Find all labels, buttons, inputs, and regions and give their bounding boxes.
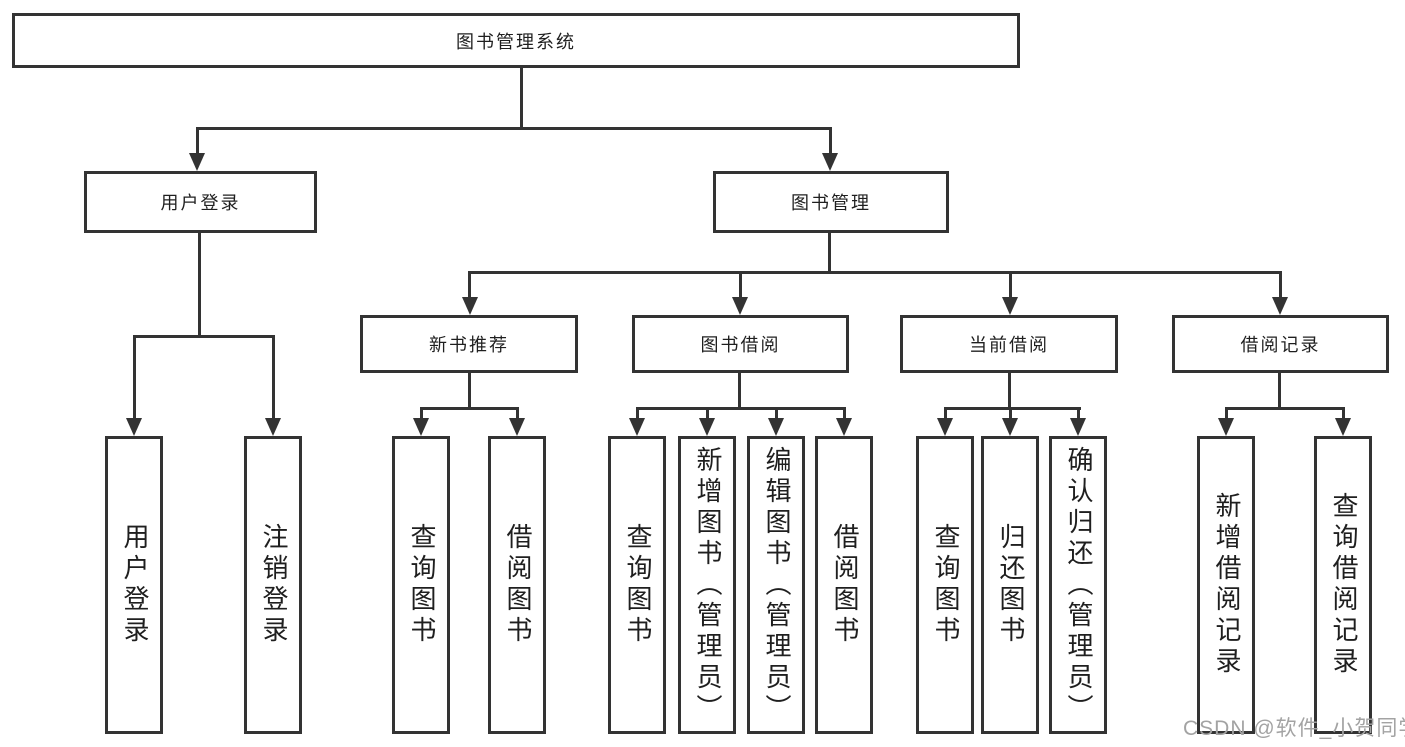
arrow-down-icon — [189, 153, 205, 171]
arrow-down-icon — [1272, 297, 1288, 315]
node-user-login: 用户登录 — [84, 171, 317, 233]
node-borrow-records: 借阅记录 — [1172, 315, 1389, 373]
connector-drop — [272, 335, 275, 420]
node-label: 归还图书 — [995, 523, 1026, 647]
node-label: 用户登录 — [160, 193, 241, 213]
connector-branch — [1225, 407, 1345, 410]
node-book-management: 图书管理 — [713, 171, 949, 233]
node-label: 当前借阅 — [969, 335, 1049, 355]
connector-drop — [1009, 271, 1012, 299]
connector-branch — [944, 407, 1081, 410]
arrow-down-icon — [1002, 297, 1018, 315]
connector-drop — [739, 271, 742, 299]
leaf-query-books-current: 查询图书 — [916, 436, 974, 734]
arrow-down-icon — [1070, 418, 1086, 436]
connector-stem — [198, 233, 201, 338]
arrow-down-icon — [699, 418, 715, 436]
arrow-down-icon — [732, 297, 748, 315]
arrow-down-icon — [126, 418, 142, 436]
leaf-return-books: 归还图书 — [981, 436, 1039, 734]
node-label: 查询图书 — [930, 523, 961, 647]
arrow-down-icon — [768, 418, 784, 436]
connector-drop — [843, 407, 846, 420]
arrow-down-icon — [509, 418, 525, 436]
arrow-down-icon — [629, 418, 645, 436]
leaf-edit-books-admin: 编辑图书（管理员） — [747, 436, 805, 734]
connector-drop — [133, 335, 136, 420]
connector-drop — [420, 407, 423, 420]
leaf-query-borrow-record: 查询借阅记录 — [1314, 436, 1372, 734]
leaf-borrow-books-recommend: 借阅图书 — [488, 436, 546, 734]
connector-drop — [944, 407, 947, 420]
node-label: 查询图书 — [406, 523, 437, 647]
node-label: 借阅图书 — [829, 523, 860, 647]
connector-drop — [1342, 407, 1345, 420]
node-label: 注销登录 — [258, 523, 289, 647]
connector-drop — [775, 407, 778, 420]
node-book-borrowing: 图书借阅 — [632, 315, 849, 373]
arrow-down-icon — [1335, 418, 1351, 436]
connector-stem — [738, 373, 741, 410]
node-label: 新增借阅记录 — [1211, 492, 1242, 678]
connector-branch — [196, 127, 831, 130]
node-label: 图书借阅 — [700, 335, 781, 355]
connector-drop — [636, 407, 639, 420]
node-current-borrowing: 当前借阅 — [900, 315, 1118, 373]
leaf-add-books-admin: 新增图书（管理员） — [678, 436, 736, 734]
leaf-user-login: 用户登录 — [105, 436, 163, 734]
connector-stem — [1278, 373, 1281, 410]
node-new-book-recommend: 新书推荐 — [360, 315, 578, 373]
leaf-query-books-borrowing: 查询图书 — [608, 436, 666, 734]
connector-branch — [420, 407, 519, 410]
node-label: 新增图书（管理员） — [692, 445, 723, 725]
connector-stem — [468, 373, 471, 410]
node-label: 图书管理系统 — [456, 31, 576, 52]
leaf-logout: 注销登录 — [244, 436, 302, 734]
connector-drop — [1279, 271, 1282, 299]
node-label: 借阅记录 — [1240, 335, 1321, 355]
connector-drop — [1077, 407, 1080, 420]
connector-branch — [468, 271, 1282, 274]
arrow-down-icon — [265, 418, 281, 436]
connector-stem — [520, 68, 523, 130]
node-label: 确认归还（管理员） — [1063, 445, 1094, 725]
connector-drop — [196, 127, 199, 155]
node-label: 查询借阅记录 — [1328, 492, 1359, 678]
connector-drop — [516, 407, 519, 420]
connector-stem — [828, 233, 831, 274]
node-label: 借阅图书 — [502, 523, 533, 647]
connector-drop — [468, 271, 471, 299]
arrow-down-icon — [462, 297, 478, 315]
node-label: 用户登录 — [119, 523, 150, 647]
node-label: 查询图书 — [622, 523, 653, 647]
connector-drop — [706, 407, 709, 420]
node-library-management-system: 图书管理系统 — [12, 13, 1020, 68]
arrow-down-icon — [413, 418, 429, 436]
node-label: 新书推荐 — [429, 335, 509, 355]
connector-branch — [636, 407, 846, 410]
leaf-borrow-books: 借阅图书 — [815, 436, 873, 734]
arrow-down-icon — [836, 418, 852, 436]
leaf-confirm-return-admin: 确认归还（管理员） — [1049, 436, 1107, 734]
connector-drop — [1009, 407, 1012, 420]
connector-branch — [133, 335, 275, 338]
node-label: 图书管理 — [791, 193, 871, 213]
leaf-add-borrow-record: 新增借阅记录 — [1197, 436, 1255, 734]
connector-drop — [829, 127, 832, 155]
arrow-down-icon — [1218, 418, 1234, 436]
arrow-down-icon — [1002, 418, 1018, 436]
connector-drop — [1225, 407, 1228, 420]
arrow-down-icon — [937, 418, 953, 436]
leaf-query-books-recommend: 查询图书 — [392, 436, 450, 734]
node-label: 编辑图书（管理员） — [761, 445, 792, 725]
csdn-watermark: CSDN @软件_小贺同学 — [1183, 717, 1405, 740]
connector-stem — [1008, 373, 1011, 410]
arrow-down-icon — [822, 153, 838, 171]
